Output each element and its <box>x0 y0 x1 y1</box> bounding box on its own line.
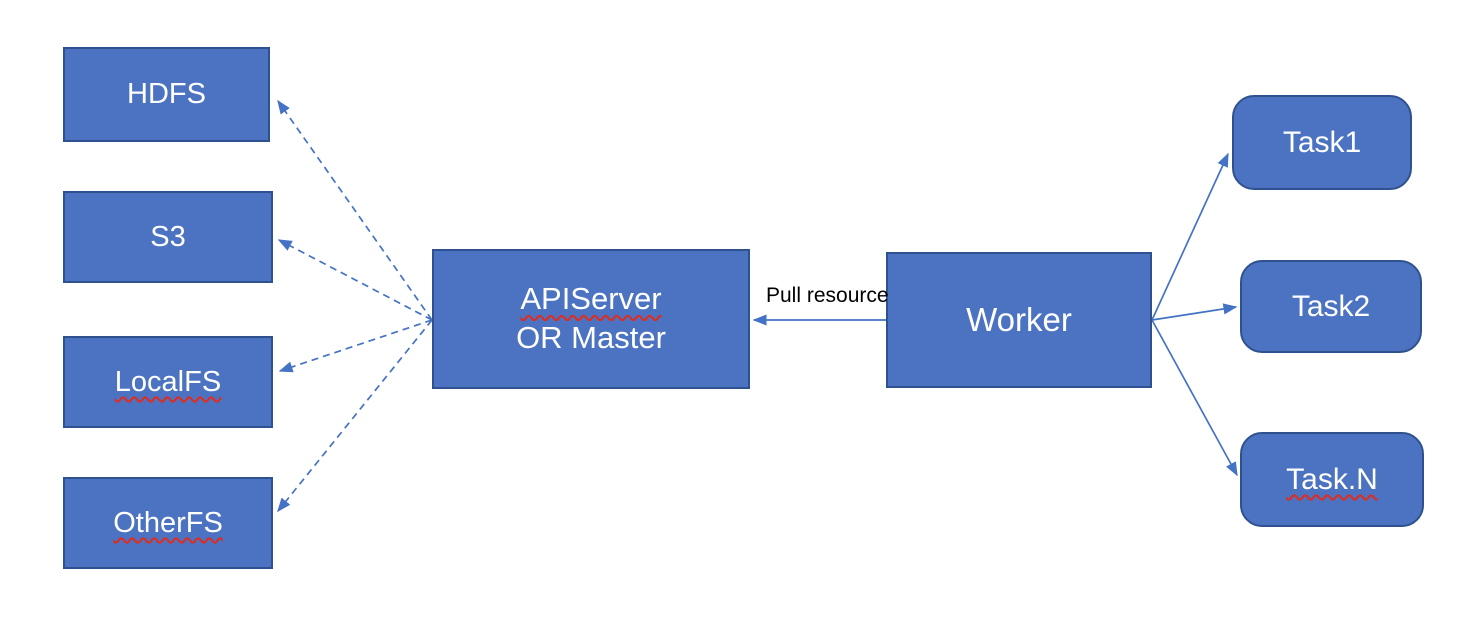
node-taskn-label: Task.N <box>1286 462 1378 496</box>
node-localfs-label: LocalFS <box>114 365 222 398</box>
node-hdfs-label: HDFS <box>127 78 206 111</box>
solid-arrow-worker-to-taskn <box>1151 319 1238 477</box>
node-worker-label: Worker <box>966 301 1072 339</box>
node-worker: Worker <box>886 252 1152 388</box>
apiserver-line: APIServer <box>520 281 662 317</box>
dashed-arrow-master-to-s3 <box>277 239 433 321</box>
solid-arrow-worker-to-task1 <box>1151 152 1229 321</box>
node-s3: S3 <box>63 191 273 283</box>
node-task1-label: Task1 <box>1282 125 1362 159</box>
node-s3-label: S3 <box>150 220 186 253</box>
dashed-arrow-master-to-hdfs <box>277 99 433 321</box>
or-master-line: OR Master <box>516 320 666 355</box>
node-localfs: LocalFS <box>63 336 273 428</box>
node-task2-label: Task2 <box>1291 289 1371 323</box>
node-task1: Task1 <box>1232 95 1412 190</box>
node-otherfs-label: OtherFS <box>113 506 223 539</box>
node-task2: Task2 <box>1240 260 1422 353</box>
dashed-arrow-master-to-localfs <box>278 319 433 373</box>
node-taskn: Task.N <box>1240 432 1424 527</box>
node-apiserver-master: APIServer OR Master <box>432 249 750 389</box>
solid-arrow-worker-to-task2 <box>1151 303 1238 321</box>
node-otherfs: OtherFS <box>63 477 273 569</box>
dashed-arrow-master-to-otherfs <box>277 319 433 513</box>
pull-resource-edge-label: Pull resource <box>766 284 889 307</box>
node-apiserver-master-label: APIServer OR Master <box>516 280 666 358</box>
node-hdfs: HDFS <box>63 47 270 142</box>
